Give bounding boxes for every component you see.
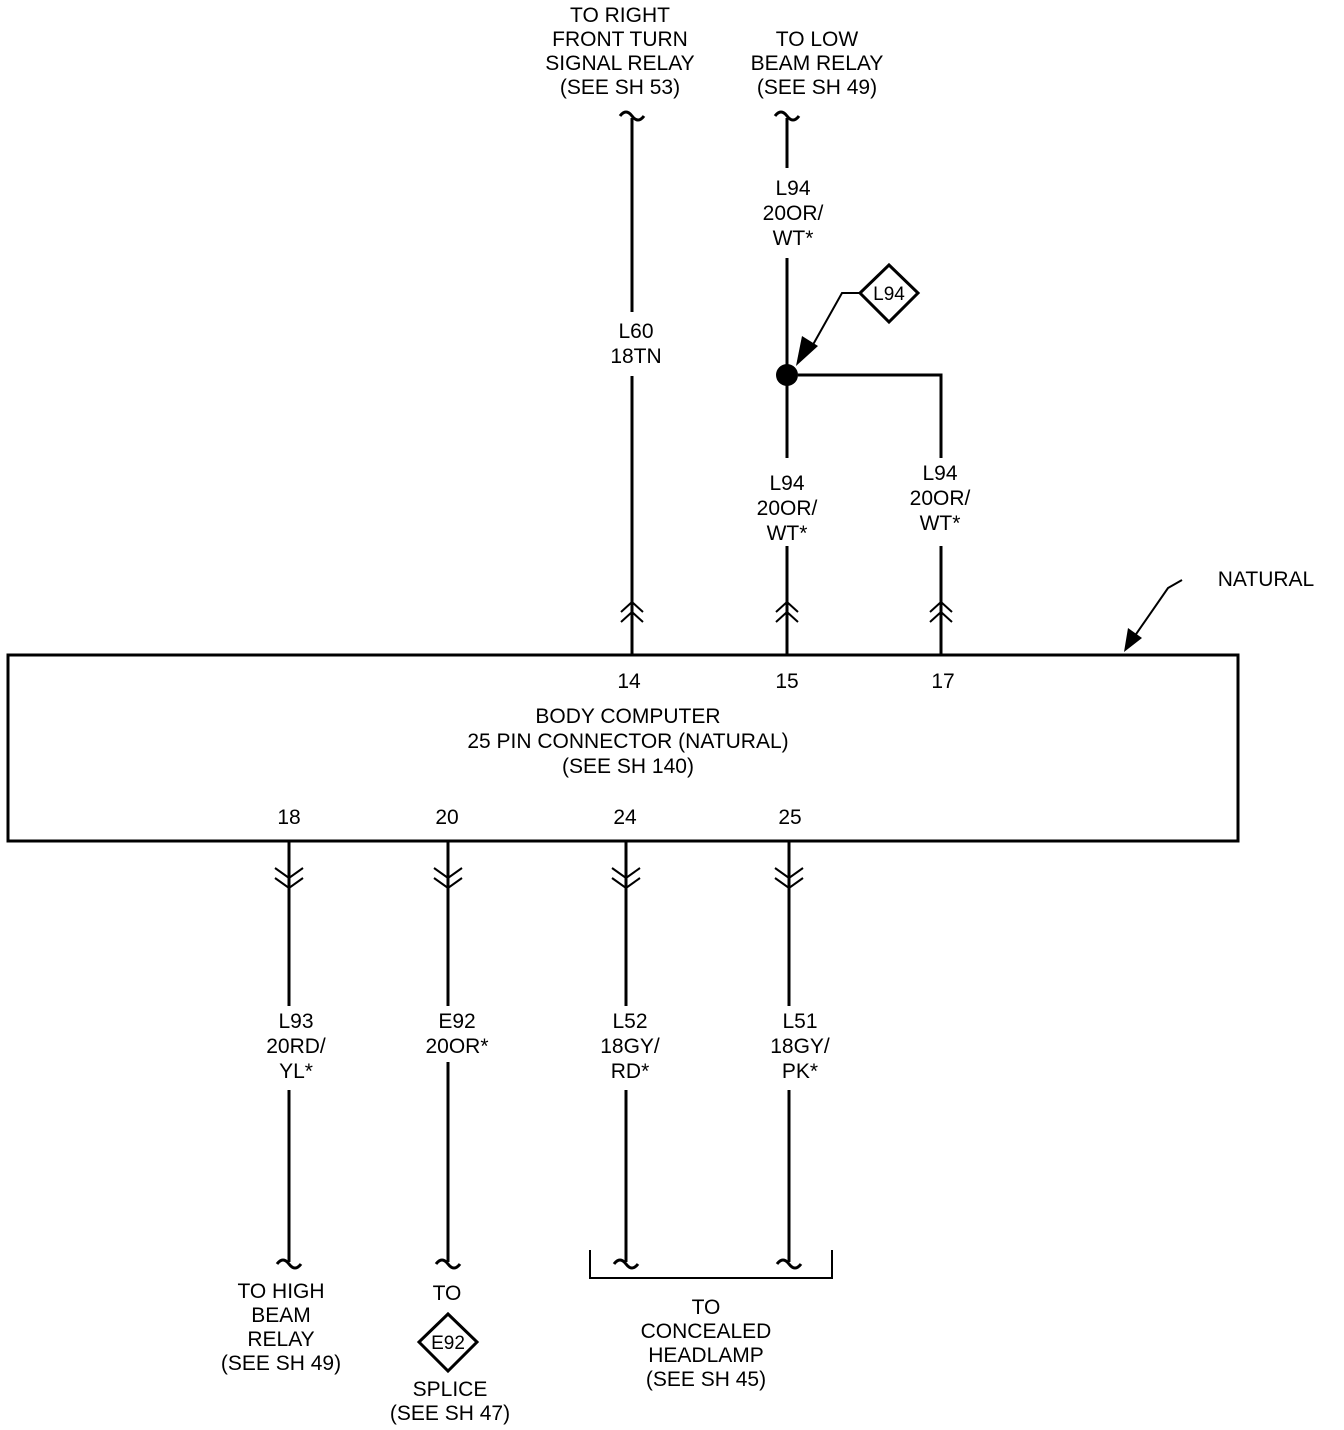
dest-lowbeam-line1: TO LOW [776, 28, 859, 51]
dest-splice-line1: SPLICE [413, 1378, 488, 1401]
wire-pin25-circuit: L51 [782, 1010, 817, 1033]
dest-highbeam-line4: (SEE SH 49) [221, 1352, 341, 1375]
wire-pin18-tracer: YL* [279, 1060, 313, 1083]
dest-turn-line1: TO RIGHT [570, 4, 670, 27]
pin-18-label: 18 [277, 806, 300, 829]
wire-pin18 [274, 841, 304, 1270]
wire-pin18-circuit: L93 [278, 1010, 313, 1033]
wire-pin17-tracer: WT* [920, 512, 961, 535]
wire-pin20-gauge: 20OR* [425, 1035, 488, 1058]
pin-25-label: 25 [778, 806, 801, 829]
wire-pin15 [773, 110, 801, 655]
e92-splice-badge [416, 1311, 480, 1374]
wire-pin15-lower-circuit: L94 [769, 472, 804, 495]
connector-color-callout: NATURAL [1218, 568, 1314, 591]
wire-pin15-upper-circuit: L94 [775, 177, 810, 200]
wire-pin15-lower-gauge: 20OR/ [757, 497, 818, 520]
wire-pin24-gauge: 18GY/ [600, 1035, 660, 1058]
callout-arrow [1124, 579, 1183, 652]
wire-pin25-gauge: 18GY/ [770, 1035, 830, 1058]
wire-pin20 [433, 841, 463, 1270]
wire-pin15-upper-gauge: 20OR/ [763, 202, 824, 225]
connector-subtitle: 25 PIN CONNECTOR (NATURAL) [467, 730, 788, 753]
wire-pin14-circuit: L60 [618, 320, 653, 343]
dest-splice-line2: (SEE SH 47) [390, 1402, 510, 1425]
wire-pin15-lower-tracer: WT* [767, 522, 808, 545]
wire-pin14-gauge: 18TN [610, 345, 661, 368]
wire-pin17-gauge: 20OR/ [910, 487, 971, 510]
wire-pin24-circuit: L52 [612, 1010, 647, 1033]
dest-highbeam-line3: RELAY [247, 1328, 314, 1351]
pin-24-label: 24 [613, 806, 637, 829]
connector-sheet-ref: (SEE SH 140) [562, 755, 694, 778]
dest-headlamp-line4: (SEE SH 45) [646, 1368, 766, 1391]
wire-pin15-upper-tracer: WT* [773, 227, 814, 250]
wire-pin17-circuit: L94 [922, 462, 957, 485]
dest-turn-line4: (SEE SH 53) [560, 76, 680, 99]
splice-dot [776, 364, 943, 458]
wire-pin20-circuit: E92 [438, 1010, 475, 1033]
wire-pin17 [929, 546, 953, 655]
pin-14-label: 14 [617, 670, 641, 693]
concealed-headlamp-bracket [589, 1250, 833, 1279]
dest-turn-line3: SIGNAL RELAY [545, 52, 694, 75]
dest-headlamp-line1: TO [692, 1296, 721, 1319]
connector-title: BODY COMPUTER [535, 705, 720, 728]
dest-headlamp-line2: CONCEALED [641, 1320, 772, 1343]
wire-pin25 [774, 841, 804, 1270]
dest-lowbeam-line3: (SEE SH 49) [757, 76, 877, 99]
connector-body [6, 653, 1240, 843]
dest-splice-to: TO [433, 1282, 462, 1305]
dest-lowbeam-line2: BEAM RELAY [751, 52, 884, 75]
splice-badge-label: L94 [873, 284, 905, 305]
wire-pin18-gauge: 20RD/ [266, 1035, 326, 1058]
pin-15-label: 15 [775, 670, 798, 693]
pin-17-label: 17 [931, 670, 954, 693]
wire-pin14 [618, 110, 646, 655]
wire-pin24 [611, 841, 641, 1270]
e92-splice-badge-label: E92 [431, 1333, 465, 1354]
dest-highbeam-line2: BEAM [251, 1304, 311, 1327]
dest-turn-line2: FRONT TURN [552, 28, 688, 51]
dest-headlamp-line3: HEADLAMP [648, 1344, 764, 1367]
dest-highbeam-line1: TO HIGH [237, 1280, 324, 1303]
wire-pin25-tracer: PK* [782, 1060, 818, 1083]
splice-badge [796, 262, 921, 366]
wire-pin24-tracer: RD* [611, 1060, 650, 1083]
pin-20-label: 20 [435, 806, 458, 829]
